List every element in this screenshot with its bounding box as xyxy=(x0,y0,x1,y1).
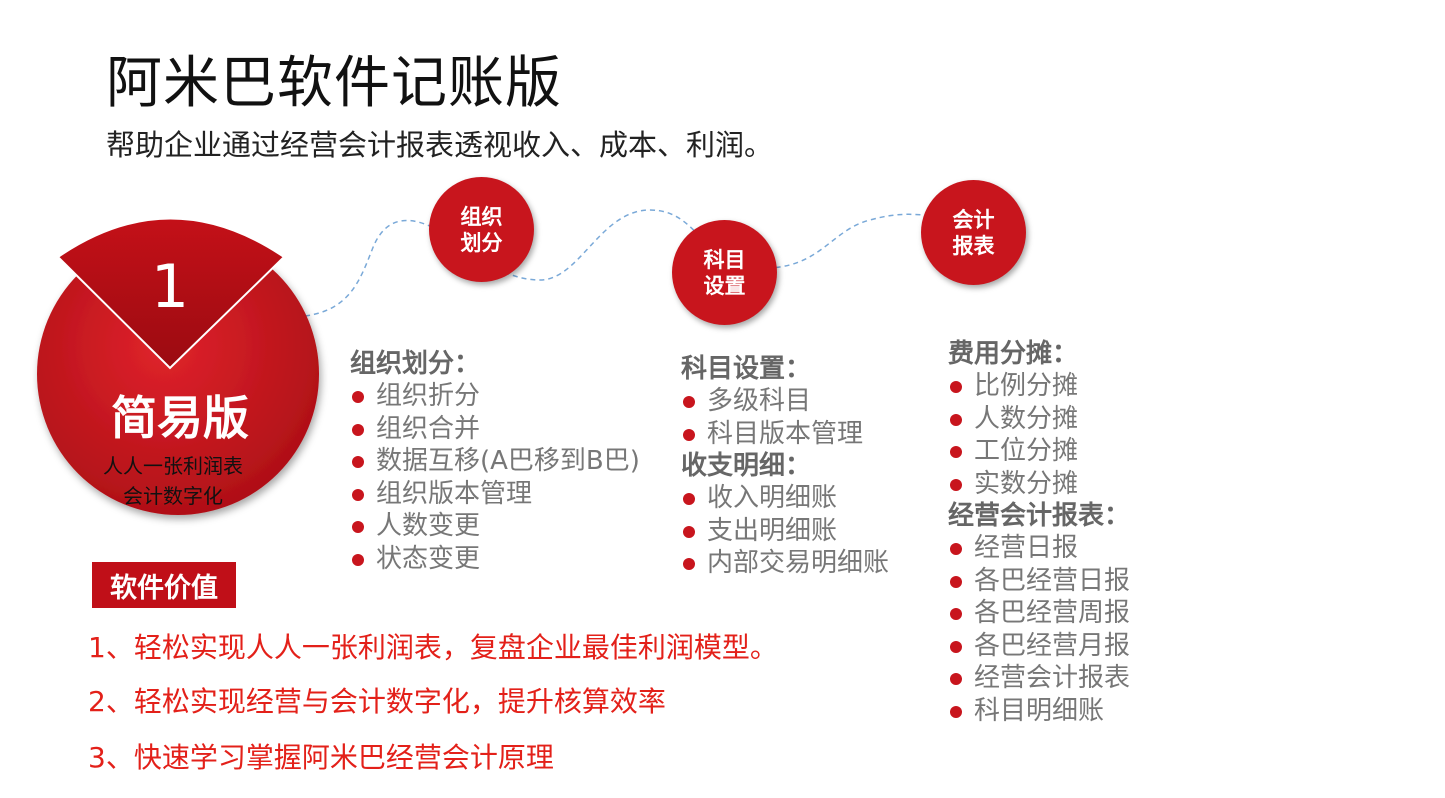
list-item: 实数分摊 xyxy=(948,468,1130,501)
red-dot-icon xyxy=(683,493,695,505)
red-dot-icon xyxy=(352,456,364,468)
benefit-item-2: 2、轻松实现经营与会计数字化，提升核算效率 xyxy=(88,685,666,718)
badge-number: 1 xyxy=(150,252,190,322)
triangle-notch xyxy=(56,217,286,370)
list-item: 人数分摊 xyxy=(948,403,1130,436)
badge-line2: 会计数字化 xyxy=(123,484,223,508)
list-item: 组织合并 xyxy=(350,413,640,446)
list-item: 人数变更 xyxy=(350,510,640,543)
list-heading: 经营会计报表： xyxy=(948,501,1131,531)
red-dot-icon xyxy=(950,446,962,458)
step-label: 科目 xyxy=(703,247,746,272)
step-circle-org: 组织划分 xyxy=(429,177,534,282)
list-heading: 组织划分： xyxy=(350,349,481,379)
benefit-item-3: 3、快速学习掌握阿米巴经营会计原理 xyxy=(88,741,554,774)
red-dot-icon xyxy=(950,608,962,620)
list-item: 科目明细账 xyxy=(948,695,1130,728)
list-item: 科目版本管理 xyxy=(681,418,889,451)
dashed-connector xyxy=(304,209,926,317)
badge-title: 简易版 xyxy=(111,391,249,445)
red-dot-icon xyxy=(950,640,962,653)
page-title: 阿米巴软件记账版 xyxy=(106,51,562,116)
red-dot-icon xyxy=(950,478,962,491)
accounting-report-list: 费用分摊： 比例分摊 人数分摊 工位分摊 实数分摊 经营会计报表： 经营日报 各… xyxy=(948,338,1130,727)
red-dot-icon xyxy=(950,575,962,588)
list-heading: 科目设置： xyxy=(681,354,812,384)
list-heading: 费用分摊： xyxy=(948,339,1079,369)
badge-line1: 人人一张利润表 xyxy=(103,454,243,478)
step-label: 划分 xyxy=(460,230,503,255)
step-label: 报表 xyxy=(952,233,995,258)
red-dot-icon xyxy=(352,553,364,566)
red-dot-icon xyxy=(683,525,695,538)
list-heading: 收支明细： xyxy=(681,451,812,481)
step-label: 设置 xyxy=(703,273,746,298)
software-value-label: 软件价值 xyxy=(92,562,236,608)
list-item: 支出明细账 xyxy=(681,515,889,548)
red-dot-icon xyxy=(950,413,962,426)
benefit-item-1: 1、轻松实现人人一张利润表，复盘企业最佳利润模型。 xyxy=(88,631,778,664)
red-dot-icon xyxy=(950,543,962,555)
org-division-list: 组织划分： 组织折分 组织合并 数据互移(A巴移到B巴) 组织版本管理 人数变更… xyxy=(350,348,640,575)
step-circle-report: 会计报表 xyxy=(921,180,1026,285)
list-item: 状态变更 xyxy=(350,543,640,576)
step-label: 组织 xyxy=(460,204,503,229)
list-item: 经营日报 xyxy=(948,532,1130,565)
red-dot-icon xyxy=(950,381,962,393)
list-item: 经营会计报表 xyxy=(948,662,1130,695)
red-dot-icon xyxy=(950,705,962,718)
subject-settings-list: 科目设置： 多级科目 科目版本管理 收支明细： 收入明细账 支出明细账 内部交易… xyxy=(681,353,889,580)
list-item: 各巴经营日报 xyxy=(948,565,1130,598)
red-dot-icon xyxy=(683,428,695,441)
list-item: 内部交易明细账 xyxy=(681,547,889,580)
red-dot-icon xyxy=(683,558,695,570)
step-label: 会计 xyxy=(952,207,995,232)
page-subtitle: 帮助企业通过经营会计报表透视收入、成本、利润。 xyxy=(106,128,774,162)
list-item: 收入明细账 xyxy=(681,482,889,515)
red-dot-icon xyxy=(352,423,364,436)
red-dot-icon xyxy=(683,396,695,408)
list-item: 数据互移(A巴移到B巴) xyxy=(350,445,640,478)
red-dot-icon xyxy=(950,673,962,685)
list-item: 工位分摊 xyxy=(948,435,1130,468)
list-item: 各巴经营月报 xyxy=(948,630,1130,663)
list-item: 比例分摊 xyxy=(948,370,1130,403)
red-dot-icon xyxy=(352,521,364,533)
list-item: 多级科目 xyxy=(681,385,889,418)
red-dot-icon xyxy=(352,488,364,501)
list-item: 组织版本管理 xyxy=(350,478,640,511)
list-item: 组织折分 xyxy=(350,380,640,413)
list-item: 各巴经营周报 xyxy=(948,597,1130,630)
red-dot-icon xyxy=(352,391,364,403)
step-circle-subject: 科目设置 xyxy=(672,220,777,325)
